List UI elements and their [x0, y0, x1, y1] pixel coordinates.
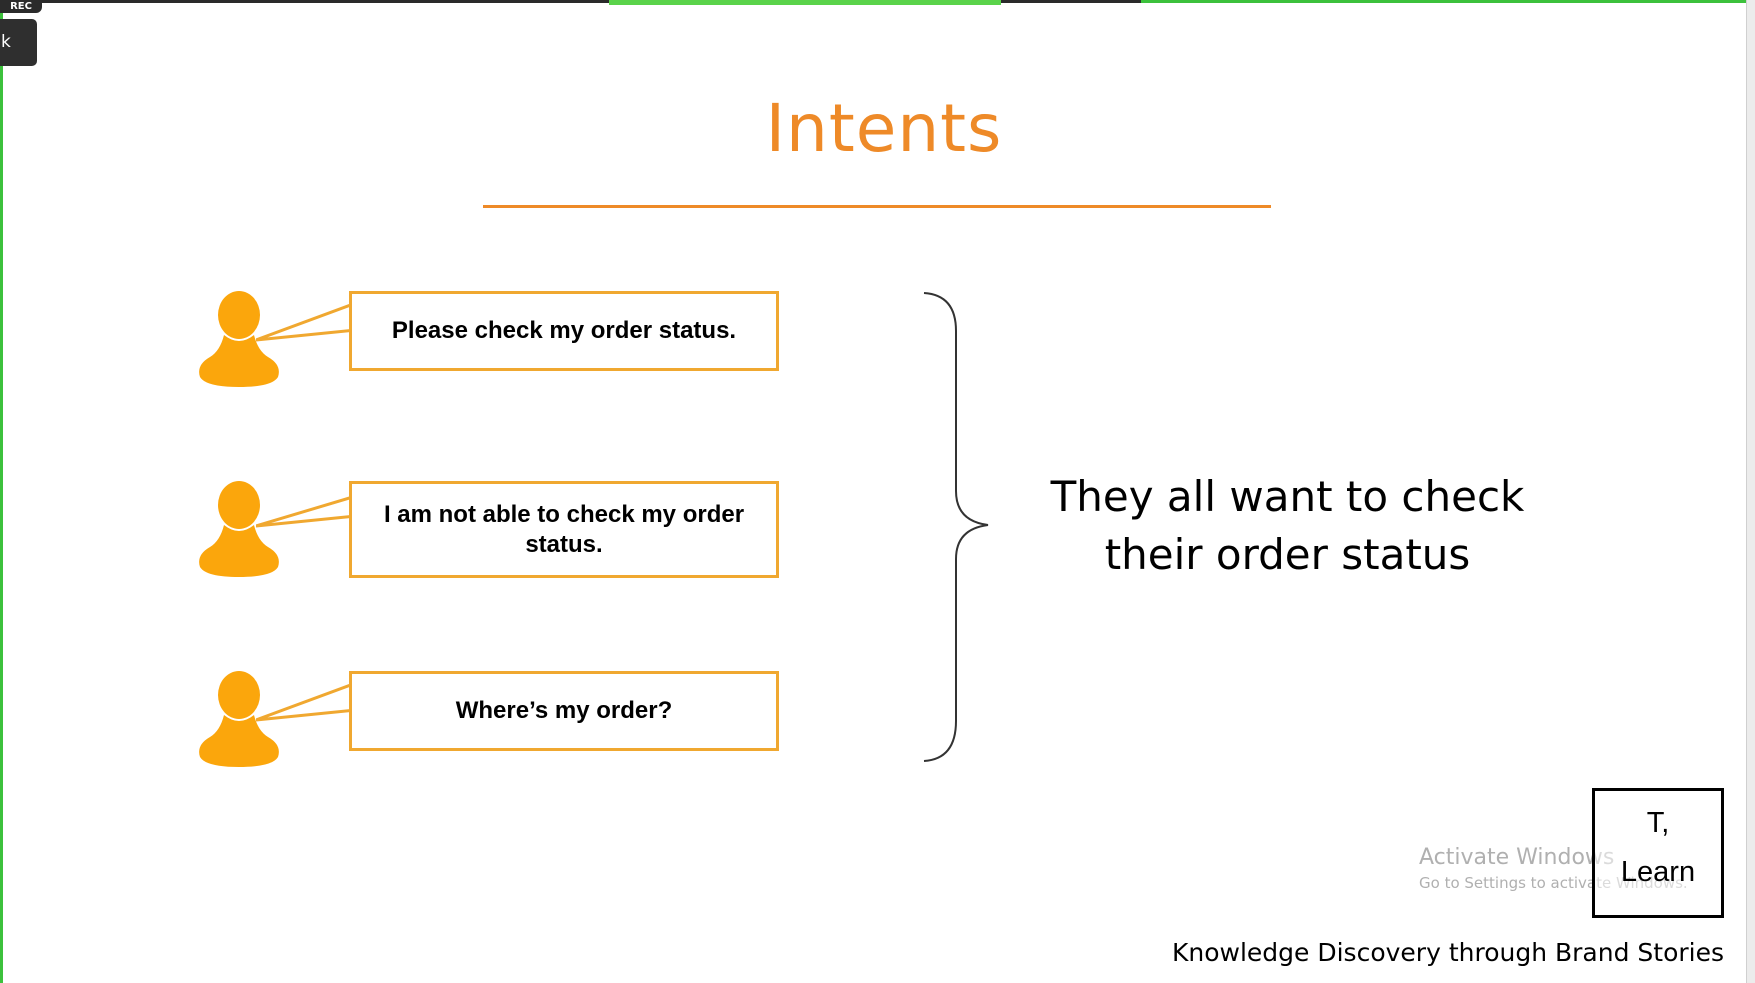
- summary-text: They all want to check their order statu…: [1040, 468, 1535, 584]
- curly-brace: [923, 292, 989, 762]
- utterance-text: Where’s my order?: [455, 697, 673, 724]
- utterance-text: Please check my order status.: [391, 317, 737, 344]
- slide-footer: Knowledge Discovery through Brand Storie…: [1171, 938, 1724, 967]
- utterance-bubble: I am not able to check my order status.: [349, 481, 779, 578]
- meeting-control-button[interactable]: k: [0, 19, 37, 66]
- participant-name: Learn: [1620, 856, 1696, 888]
- participant-initial: T,: [1646, 807, 1670, 839]
- recording-badge: REC: [0, 0, 42, 13]
- person-icon: [199, 291, 279, 387]
- speech-tail: [256, 683, 356, 722]
- utterance-bubble: Where’s my order?: [349, 671, 779, 751]
- summary-line-2: their order status: [1104, 530, 1471, 579]
- speech-tail: [256, 303, 356, 342]
- person-icon: [199, 671, 279, 767]
- share-active-indicator: [609, 0, 1001, 5]
- window-scroll-edge[interactable]: [1746, 0, 1755, 983]
- person-icon: [199, 481, 279, 577]
- utterance-bubble: Please check my order status.: [349, 291, 779, 371]
- summary-line-1: They all want to check: [1050, 472, 1525, 521]
- utterance-text: I am not able to check my order status.: [383, 500, 745, 558]
- slide-title: Intents: [765, 90, 1003, 167]
- share-toolbar-edge-right: [1001, 0, 1141, 3]
- participant-video-tile[interactable]: T, Learn: [1592, 788, 1724, 918]
- watermark-title: Activate Windows: [1419, 845, 1615, 870]
- share-toolbar-edge: [40, 0, 609, 3]
- speech-tail: [256, 496, 356, 528]
- title-underline: [483, 205, 1271, 208]
